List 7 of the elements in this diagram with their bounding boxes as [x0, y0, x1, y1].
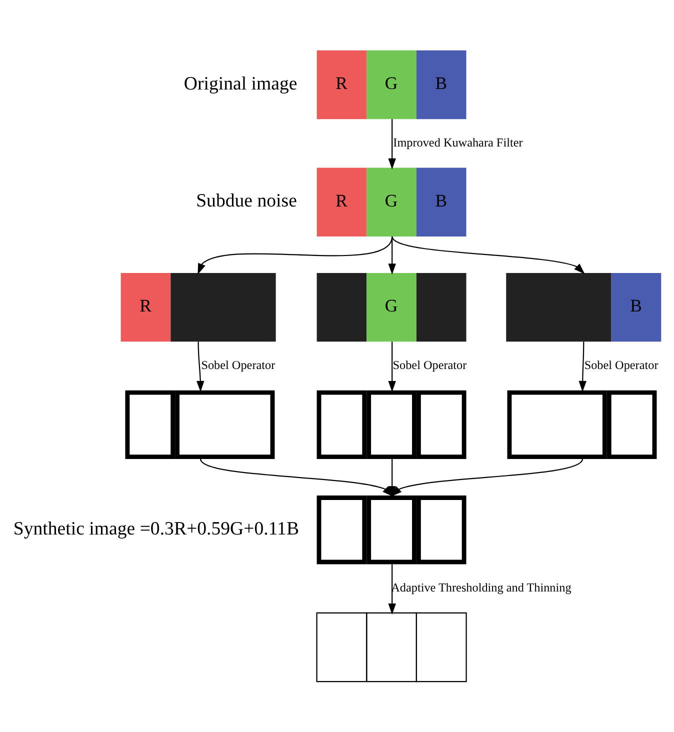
node-label: Subdue noise	[196, 190, 297, 212]
edge-label: Sobel Operator	[392, 358, 467, 372]
edge-label: Sobel Operator	[584, 358, 658, 372]
node-label: Synthetic image =0.3R+0.59G+0.11B	[13, 518, 300, 540]
edge-label: Sobel Operator	[201, 358, 276, 372]
edge-label: Improved Kuwahara Filter	[393, 136, 523, 150]
node-label: Original image	[184, 73, 298, 94]
